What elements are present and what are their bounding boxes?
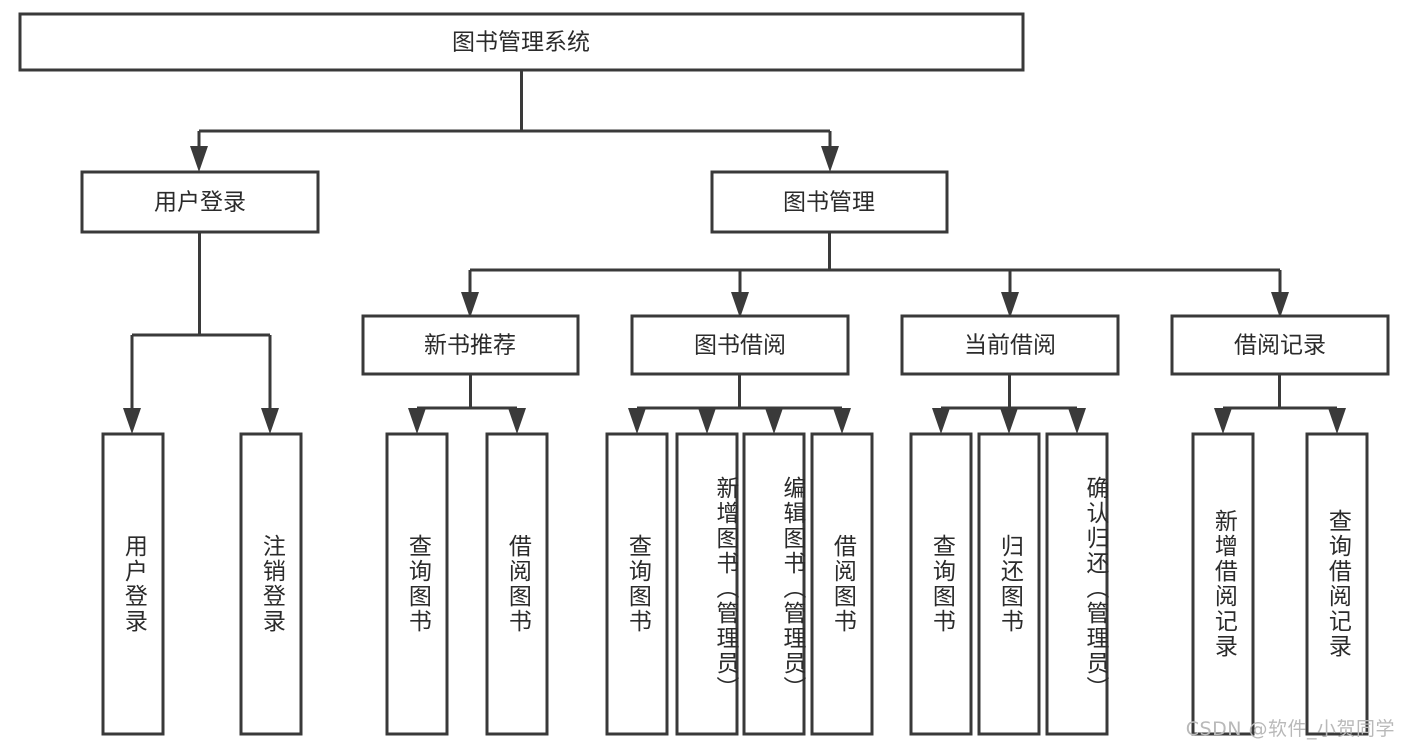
arrow-head-leaf-current-borrow-3 xyxy=(1068,408,1086,434)
arrow-head-level2-4 xyxy=(1271,292,1289,318)
arrow-head-leaf-book-borrow-4 xyxy=(833,408,851,434)
watermark-text: CSDN @软件_小贺同学 xyxy=(1185,718,1395,740)
arrow-head-leaf-borrow-record-1 xyxy=(1214,408,1232,434)
leaf-box-borrow-record-1[interactable] xyxy=(1191,432,1255,736)
arrow-head-level2-1 xyxy=(461,292,479,318)
leaf-box-book-borrow-3[interactable] xyxy=(742,432,806,736)
node-borrow-record[interactable]: 借阅记录 xyxy=(1170,314,1390,376)
node-current-borrow-box[interactable] xyxy=(900,314,1120,376)
arrow-head-leaf-user-login-2 xyxy=(261,408,279,434)
node-book-mgmt-box[interactable] xyxy=(710,170,949,234)
leaf-box-current-borrow-1[interactable] xyxy=(909,432,973,736)
leaf-box-user-login-1[interactable] xyxy=(101,432,165,736)
node-root-box[interactable] xyxy=(18,12,1025,72)
node-borrow-record-label: 借阅记录 xyxy=(1234,333,1326,359)
leaf-box-new-book-2[interactable] xyxy=(485,432,549,736)
arrow-head-leaf-new-book-2 xyxy=(508,408,526,434)
leaf-box-book-borrow-2[interactable] xyxy=(675,432,739,736)
node-borrow-record-box[interactable] xyxy=(1170,314,1390,376)
arrow-head-leaf-book-borrow-1 xyxy=(628,408,646,434)
arrow-head-leaf-book-borrow-2 xyxy=(698,408,716,434)
node-new-book-box[interactable] xyxy=(361,314,580,376)
arrow-head-leaf-new-book-1 xyxy=(408,408,426,434)
leaf-box-book-borrow-4[interactable] xyxy=(810,432,874,736)
leaf-box-current-borrow-3[interactable] xyxy=(1045,432,1109,736)
connector-group xyxy=(123,70,1346,434)
node-root-label: 图书管理系统 xyxy=(452,30,590,56)
node-new-book-label: 新书推荐 xyxy=(424,333,516,359)
arrow-head-user-login xyxy=(190,146,208,172)
node-user-login[interactable]: 用户登录 xyxy=(80,170,320,234)
arrow-head-level2-3 xyxy=(1001,292,1019,318)
leaf-box-new-book-1[interactable] xyxy=(385,432,449,736)
arrow-head-book-mgmt xyxy=(821,146,839,172)
leaf-box-borrow-record-2[interactable] xyxy=(1305,432,1369,736)
node-book-borrow[interactable]: 图书借阅 xyxy=(630,314,850,376)
arrow-head-leaf-user-login-1 xyxy=(123,408,141,434)
node-current-borrow[interactable]: 当前借阅 xyxy=(900,314,1120,376)
node-user-login-box[interactable] xyxy=(80,170,320,234)
node-book-borrow-box[interactable] xyxy=(630,314,850,376)
leaf-box-user-login-2[interactable] xyxy=(239,432,303,736)
node-book-mgmt-label: 图书管理 xyxy=(783,190,875,216)
node-book-mgmt[interactable]: 图书管理 xyxy=(710,170,949,234)
node-new-book[interactable]: 新书推荐 xyxy=(361,314,580,376)
node-current-borrow-label: 当前借阅 xyxy=(964,333,1056,359)
node-book-borrow-label: 图书借阅 xyxy=(694,333,786,359)
node-user-login-label: 用户登录 xyxy=(154,190,246,216)
leaf-box-current-borrow-2[interactable] xyxy=(977,432,1041,736)
arrow-head-leaf-borrow-record-2 xyxy=(1328,408,1346,434)
leaf-box-book-borrow-1[interactable] xyxy=(605,432,669,736)
node-root[interactable]: 图书管理系统 xyxy=(18,12,1025,72)
arrow-head-level2-2 xyxy=(731,292,749,318)
leaf-box-group xyxy=(101,432,1369,736)
arrow-head-leaf-book-borrow-3 xyxy=(765,408,783,434)
arrow-head-leaf-current-borrow-2 xyxy=(1000,408,1018,434)
arrow-head-leaf-current-borrow-1 xyxy=(932,408,950,434)
